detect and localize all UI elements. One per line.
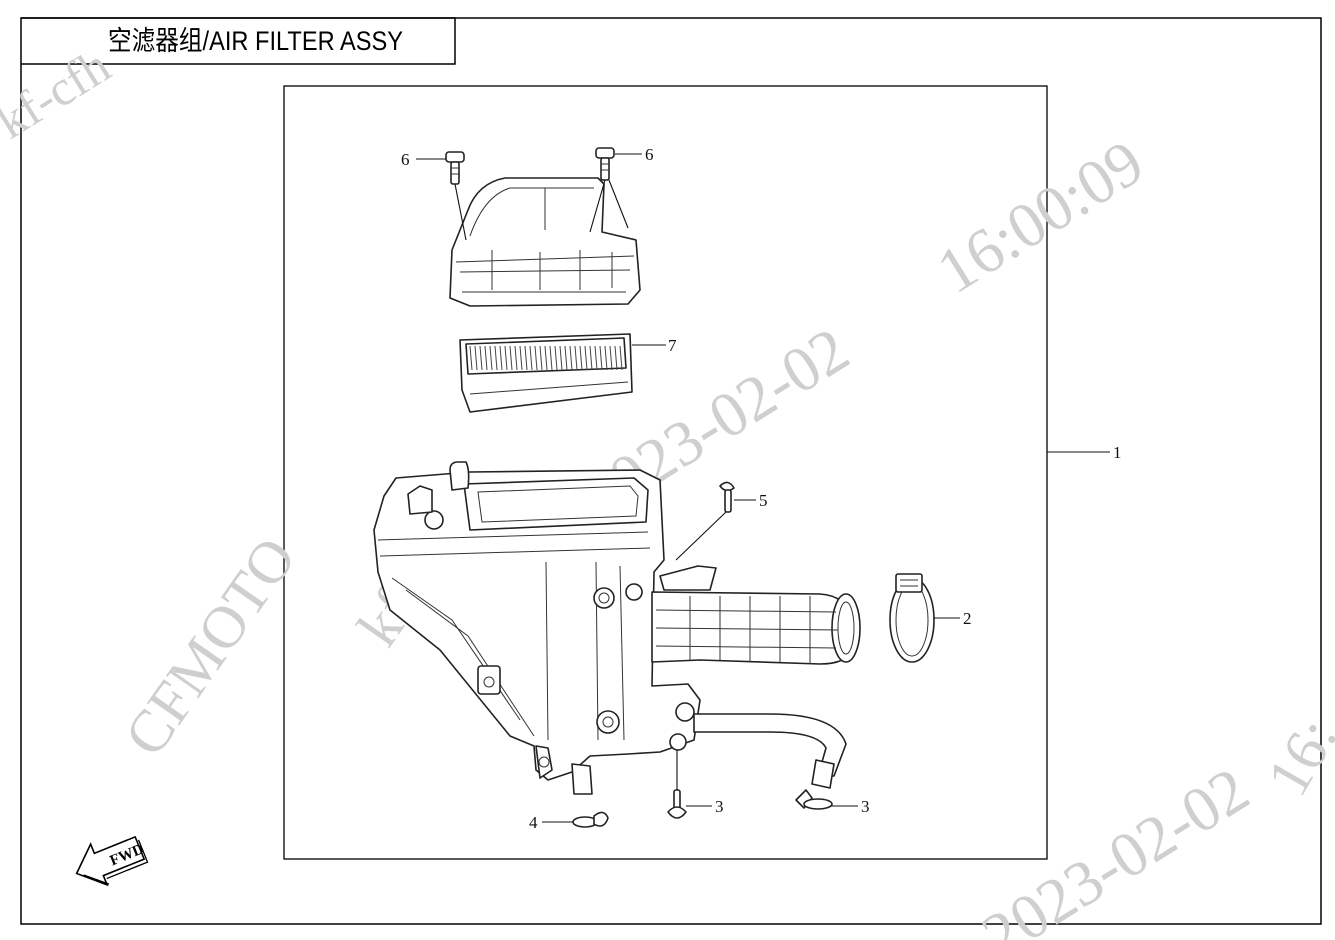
filter-pleat-line: [494, 345, 498, 371]
watermark-date-bottom: 2023-02-02: [970, 753, 1261, 940]
leader-lines: [416, 153, 1110, 823]
screw-6-left: [445, 151, 465, 185]
filter-pleat-line: [484, 345, 488, 371]
filter-pleat-line: [594, 345, 598, 371]
filter-pleat-line: [614, 345, 618, 371]
hose-clamp: [889, 573, 935, 663]
callout-4: 4: [529, 813, 538, 832]
fwd-direction-arrow: FWD: [75, 835, 149, 887]
filter-pleat-line: [549, 345, 553, 371]
filter-pleat-line: [539, 345, 543, 371]
watermark-site: kf-cfh: [0, 37, 119, 149]
filter-pleat-line: [619, 345, 623, 371]
diagram-title: 空滤器组/AIR FILTER ASSY: [108, 26, 403, 56]
screw-6-right: [595, 147, 615, 181]
callout-3-center: 3: [715, 797, 724, 816]
filter-pleat-line: [509, 345, 513, 371]
callout-1: 1: [1113, 443, 1122, 462]
callout-5: 5: [759, 491, 768, 510]
clip-3-right: [795, 789, 833, 810]
callout-6-left: 6: [401, 150, 410, 169]
sheet-border: [20, 17, 1322, 925]
filter-pleat-line: [529, 345, 533, 371]
clip-4: [572, 811, 609, 828]
clip-5: [719, 481, 735, 513]
air-box-cover: [449, 177, 641, 307]
filter-pleat-line: [564, 345, 568, 371]
filter-pleat-line: [559, 345, 563, 371]
assembly-frame: [283, 85, 1048, 860]
filter-pleat-line: [604, 345, 608, 371]
callout-7: 7: [668, 336, 677, 355]
callout-3-right: 3: [861, 797, 870, 816]
filter-pleat-line: [579, 345, 583, 371]
filter-pleat-line: [544, 345, 548, 371]
filter-pleat-line: [489, 345, 493, 371]
intake-duct: [651, 591, 861, 665]
filter-pleat-line: [554, 345, 558, 371]
filter-pleat-line: [514, 345, 518, 371]
filter-pleat-line: [519, 345, 523, 371]
filter-pleat-line: [569, 345, 573, 371]
watermark-time: 16:00:09: [925, 126, 1156, 307]
callout-labels: 6 6 7 1 5 2 3 3 4: [401, 145, 1122, 832]
drain-hose: [693, 713, 847, 789]
clip-3-center: [667, 789, 687, 819]
air-box-body: [373, 461, 717, 795]
callout-2: 2: [963, 609, 972, 628]
watermark-layer: kf-cfh 2023-02-02 16:00:09 CFMOTO kf-cfh…: [0, 37, 1335, 940]
filter-pleat-line: [609, 345, 613, 371]
title-box: [21, 17, 456, 65]
filter-pleat-line: [504, 345, 508, 371]
filter-pleat-line: [534, 345, 538, 371]
filter-pleat-line: [469, 345, 473, 371]
filter-pleat-line: [479, 345, 483, 371]
filter-pleat-line: [599, 345, 603, 371]
air-filter-element: [459, 333, 633, 413]
filter-pleat-line: [524, 345, 528, 371]
watermark-brand: CFMOTO: [112, 526, 309, 768]
filter-pleat-line: [574, 345, 578, 371]
filter-pleat-line: [584, 345, 588, 371]
watermark-right-edge: 16:: [1254, 707, 1335, 806]
callout-6-right: 6: [645, 145, 654, 164]
filter-pleat-line: [499, 345, 503, 371]
filter-pleat-line: [474, 345, 478, 371]
filter-pleat-line: [589, 345, 593, 371]
filter-pleats: [469, 345, 623, 371]
